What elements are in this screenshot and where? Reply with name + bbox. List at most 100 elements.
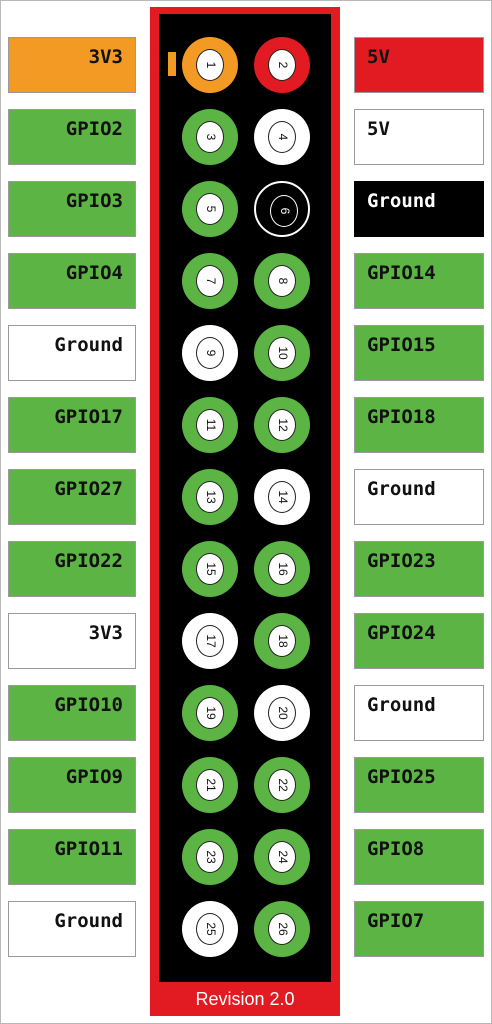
pin-socket: 8 xyxy=(268,265,296,297)
pin-number: 3 xyxy=(204,133,218,141)
pin-socket: 24 xyxy=(268,841,296,873)
gpio-header: Revision 2.0 xyxy=(150,7,340,1016)
right-pin-label-7: Ground xyxy=(354,469,484,525)
right-pin-label-8: GPIO23 xyxy=(354,541,484,597)
header-pin-23: 23 xyxy=(182,829,238,885)
left-pin-label-8: GPIO22 xyxy=(8,541,136,597)
pin-socket: 18 xyxy=(268,625,296,657)
pin-label-text: 5V xyxy=(367,46,390,68)
pin-socket: 20 xyxy=(268,697,296,729)
left-pin-label-11: GPIO9 xyxy=(8,757,136,813)
header-pin-5: 5 xyxy=(182,181,238,237)
pin-socket: 1 xyxy=(196,49,224,81)
header-pin-19: 19 xyxy=(182,685,238,741)
header-pin-10: 10 xyxy=(254,325,310,381)
pin-label-text: Ground xyxy=(54,334,123,356)
pin-label-text: GPIO17 xyxy=(54,406,123,428)
left-pin-label-13: Ground xyxy=(8,901,136,957)
pin-label-text: GPIO18 xyxy=(367,406,436,428)
pin-number: 23 xyxy=(204,850,218,864)
pin-socket: 26 xyxy=(268,913,296,945)
header-pin-1: 1 xyxy=(182,37,238,93)
header-pin-12: 12 xyxy=(254,397,310,453)
pin-label-text: GPIO2 xyxy=(65,118,123,140)
pin-number: 6 xyxy=(278,207,292,215)
right-pin-label-11: GPIO25 xyxy=(354,757,484,813)
pin-label-text: GPIO11 xyxy=(54,838,123,860)
right-pin-label-4: GPIO14 xyxy=(354,253,484,309)
pin-number: 14 xyxy=(276,490,290,504)
right-pin-label-1: 5V xyxy=(354,37,484,93)
pin-socket: 15 xyxy=(196,553,224,585)
pin-number: 9 xyxy=(204,349,218,357)
pin-number: 18 xyxy=(276,634,290,648)
pin-socket: 25 xyxy=(196,913,224,945)
pin-number: 7 xyxy=(204,277,218,285)
pin-number: 15 xyxy=(204,562,218,576)
right-pin-label-3: Ground xyxy=(354,181,484,237)
pin-number: 4 xyxy=(276,133,290,141)
pin-label-text: Ground xyxy=(367,694,436,716)
pin-number: 26 xyxy=(276,922,290,936)
pin-number: 22 xyxy=(276,778,290,792)
pin-label-text: GPIO22 xyxy=(54,550,123,572)
header-pin-3: 3 xyxy=(182,109,238,165)
pin-socket: 13 xyxy=(196,481,224,513)
header-pin-24: 24 xyxy=(254,829,310,885)
pin-socket: 17 xyxy=(196,625,224,657)
right-pin-label-9: GPIO24 xyxy=(354,613,484,669)
pin-label-text: GPIO27 xyxy=(54,478,123,500)
left-pin-label-1: 3V3 xyxy=(8,37,136,93)
pin-number: 19 xyxy=(204,706,218,720)
header-pin-21: 21 xyxy=(182,757,238,813)
header-pin-6: 6 xyxy=(254,181,310,237)
left-pin-label-5: Ground xyxy=(8,325,136,381)
header-pin-26: 26 xyxy=(254,901,310,957)
pin-number: 24 xyxy=(276,850,290,864)
pin-socket: 23 xyxy=(196,841,224,873)
pin-label-text: GPIO14 xyxy=(367,262,436,284)
pin-number: 16 xyxy=(276,562,290,576)
pin-socket: 19 xyxy=(196,697,224,729)
pin-socket: 10 xyxy=(268,337,296,369)
pin-socket: 16 xyxy=(268,553,296,585)
left-pin-label-7: GPIO27 xyxy=(8,469,136,525)
left-pin-label-12: GPIO11 xyxy=(8,829,136,885)
right-pin-label-12: GPIO8 xyxy=(354,829,484,885)
pin-label-text: GPIO8 xyxy=(367,838,425,860)
right-pin-label-2: 5V xyxy=(354,109,484,165)
pin-number: 5 xyxy=(204,205,218,213)
right-pin-label-6: GPIO18 xyxy=(354,397,484,453)
pin-number: 21 xyxy=(204,778,218,792)
header-pin-7: 7 xyxy=(182,253,238,309)
header-pin-25: 25 xyxy=(182,901,238,957)
pin-socket: 14 xyxy=(268,481,296,513)
right-pin-label-5: GPIO15 xyxy=(354,325,484,381)
pin-number: 11 xyxy=(204,418,218,432)
pin-label-text: GPIO4 xyxy=(65,262,123,284)
header-pin-11: 11 xyxy=(182,397,238,453)
header-pin-4: 4 xyxy=(254,109,310,165)
pin-label-text: Ground xyxy=(54,910,123,932)
header-pin-2: 2 xyxy=(254,37,310,93)
pin-socket: 21 xyxy=(196,769,224,801)
left-pin-label-3: GPIO3 xyxy=(8,181,136,237)
header-pin-15: 15 xyxy=(182,541,238,597)
pin-label-text: Ground xyxy=(367,190,436,212)
revision-label: Revision 2.0 xyxy=(195,989,295,1009)
pin-number: 17 xyxy=(204,634,218,648)
pin-label-text: GPIO3 xyxy=(65,190,123,212)
left-pin-label-4: GPIO4 xyxy=(8,253,136,309)
header-pin-9: 9 xyxy=(182,325,238,381)
right-pin-label-13: GPIO7 xyxy=(354,901,484,957)
header-pin-17: 17 xyxy=(182,613,238,669)
pin-number: 12 xyxy=(276,418,290,432)
pin-socket: 7 xyxy=(196,265,224,297)
left-pin-label-2: GPIO2 xyxy=(8,109,136,165)
header-pin-16: 16 xyxy=(254,541,310,597)
pin-label-text: GPIO9 xyxy=(65,766,123,788)
pin-socket: 9 xyxy=(196,337,224,369)
pin-label-text: Ground xyxy=(367,478,436,500)
right-pin-label-10: Ground xyxy=(354,685,484,741)
left-pin-label-6: GPIO17 xyxy=(8,397,136,453)
